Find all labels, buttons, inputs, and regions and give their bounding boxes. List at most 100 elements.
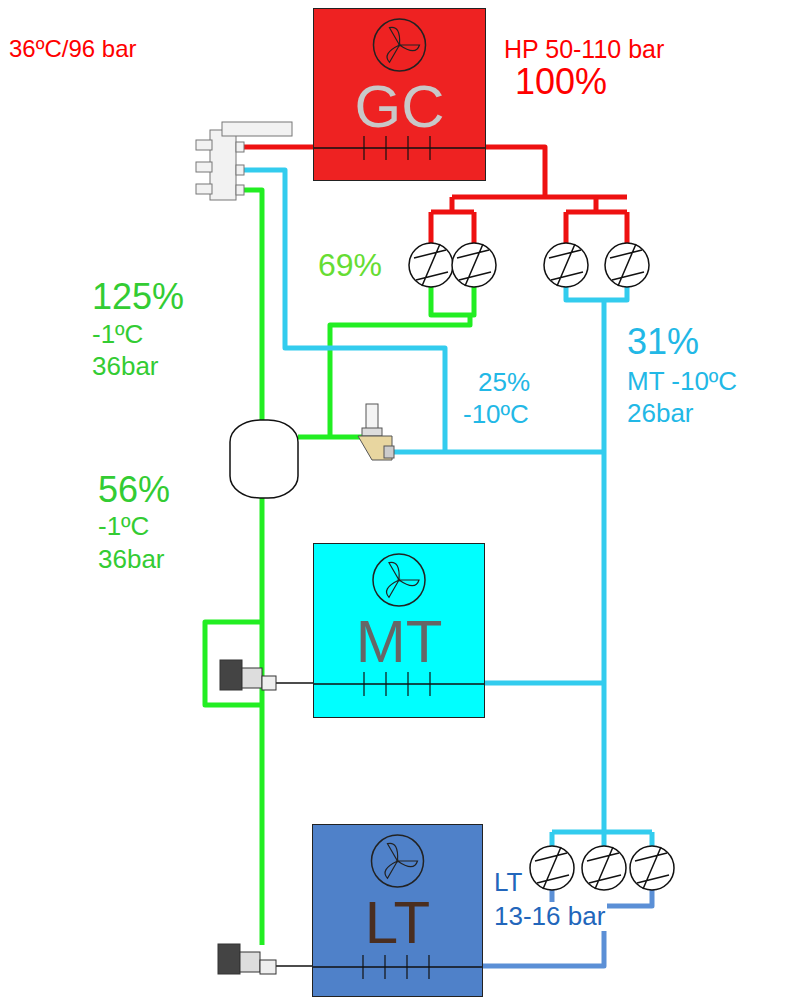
receiver-vessel: [230, 420, 298, 498]
symbol-stroke: [566, 287, 627, 300]
fan-blade: [389, 562, 399, 580]
fan-blade: [398, 861, 418, 867]
value-label: 36bar: [90, 352, 161, 381]
symbol-stroke: [452, 195, 627, 200]
fan-blade: [387, 45, 399, 62]
coil-fin: [362, 955, 363, 979]
symbol-stroke: [196, 162, 212, 172]
symbol-stroke: [210, 130, 236, 200]
symbol-stroke: [222, 122, 292, 136]
symbol-stroke: [635, 847, 669, 889]
lt-suction-pipe: [483, 890, 652, 966]
symbol-stroke: [260, 960, 276, 974]
symbol-stroke: [260, 496, 265, 945]
symbol-stroke: [362, 428, 382, 436]
value-label: -1ºC: [96, 512, 151, 541]
symbol-stroke: [409, 243, 453, 287]
symbol-stroke: [431, 197, 474, 243]
symbol-stroke: [196, 140, 212, 150]
symbol-stroke: [530, 846, 574, 890]
gas-cooler-box: GC: [313, 8, 486, 181]
ejector-block: [196, 122, 292, 200]
symbol-stroke: [486, 147, 545, 197]
box-title: GC: [314, 77, 485, 137]
coil-fin: [406, 955, 407, 979]
coil-fin: [428, 955, 429, 979]
coil-fin: [363, 672, 364, 696]
symbol-stroke: [602, 300, 607, 832]
coil-line: [314, 683, 484, 685]
symbol-stroke: [220, 660, 242, 690]
value-label: 36bar: [96, 545, 167, 574]
coil-fin: [385, 136, 386, 160]
symbol-stroke: [485, 681, 604, 686]
coil-fin: [407, 672, 408, 696]
symbol-stroke: [236, 142, 244, 152]
value-label: LT: [492, 868, 524, 897]
symbol-stroke: [205, 622, 262, 705]
value-label: 125%: [90, 277, 186, 317]
value-label: 100%: [513, 62, 609, 102]
symbol-stroke: [242, 668, 262, 688]
symbol-stroke: [276, 965, 312, 967]
mt-suction-pipe: [236, 170, 652, 846]
symbol-stroke: [566, 197, 627, 243]
coil-line: [313, 966, 482, 968]
symbol-stroke: [457, 244, 491, 286]
value-label: MT -10ºC: [625, 367, 739, 396]
symbol-stroke: [452, 243, 496, 287]
fan-blade: [387, 580, 399, 597]
symbol-stroke: [544, 243, 588, 287]
box-title: MT: [314, 612, 484, 672]
symbol-stroke: [366, 404, 378, 430]
symbol-stroke: [552, 832, 652, 846]
fan-ring: [373, 554, 425, 606]
symbol-stroke: [414, 244, 448, 286]
value-label: 69%: [316, 248, 384, 283]
symbol-stroke: [298, 435, 362, 440]
symbol-stroke: [392, 450, 604, 455]
bypass-valve: [358, 404, 394, 460]
value-label: 31%: [625, 322, 701, 362]
coil-line: [314, 147, 485, 149]
value-label: 56%: [96, 470, 172, 510]
expansion-valve: [218, 660, 276, 974]
symbol-stroke: [384, 446, 394, 458]
symbol-stroke: [549, 244, 583, 286]
coil-fin: [429, 672, 430, 696]
symbol-stroke: [196, 184, 212, 194]
symbol-stroke: [262, 676, 276, 690]
symbol-stroke: [276, 682, 313, 684]
symbol-stroke: [587, 847, 621, 889]
value-label: 36ºC/96 bar: [7, 36, 139, 62]
fan-blade: [389, 27, 399, 45]
fan-blade: [400, 45, 420, 51]
lt-evaporator-box: LT: [312, 824, 483, 997]
symbol-stroke: [605, 243, 649, 287]
coil-fin: [385, 672, 386, 696]
symbol-stroke: [535, 847, 569, 889]
value-label: 13-16 bar: [492, 902, 607, 931]
symbol-stroke: [240, 952, 260, 972]
coil-fin: [407, 136, 408, 160]
fan-blade: [399, 580, 419, 586]
symbol-stroke: [431, 287, 474, 315]
fan-blade: [385, 861, 397, 878]
value-label: -10ºC: [461, 400, 531, 429]
symbol-stroke: [236, 185, 244, 195]
value-label: HP 50-110 bar: [502, 36, 666, 64]
coil-fin: [429, 136, 430, 160]
symbol-stroke: [330, 315, 470, 437]
coil-fin: [363, 136, 364, 160]
fan-ring: [372, 835, 424, 887]
value-label: 25%: [476, 368, 532, 397]
symbol-stroke: [236, 145, 313, 150]
symbol-stroke: [218, 944, 240, 974]
mt-evaporator-box: MT: [313, 543, 485, 718]
symbol-stroke: [630, 846, 674, 890]
symbol-stroke: [610, 244, 644, 286]
symbol-stroke: [236, 165, 244, 175]
symbol-stroke: [236, 190, 262, 422]
symbol-stroke: [582, 846, 626, 890]
symbol-stroke: [236, 170, 445, 452]
